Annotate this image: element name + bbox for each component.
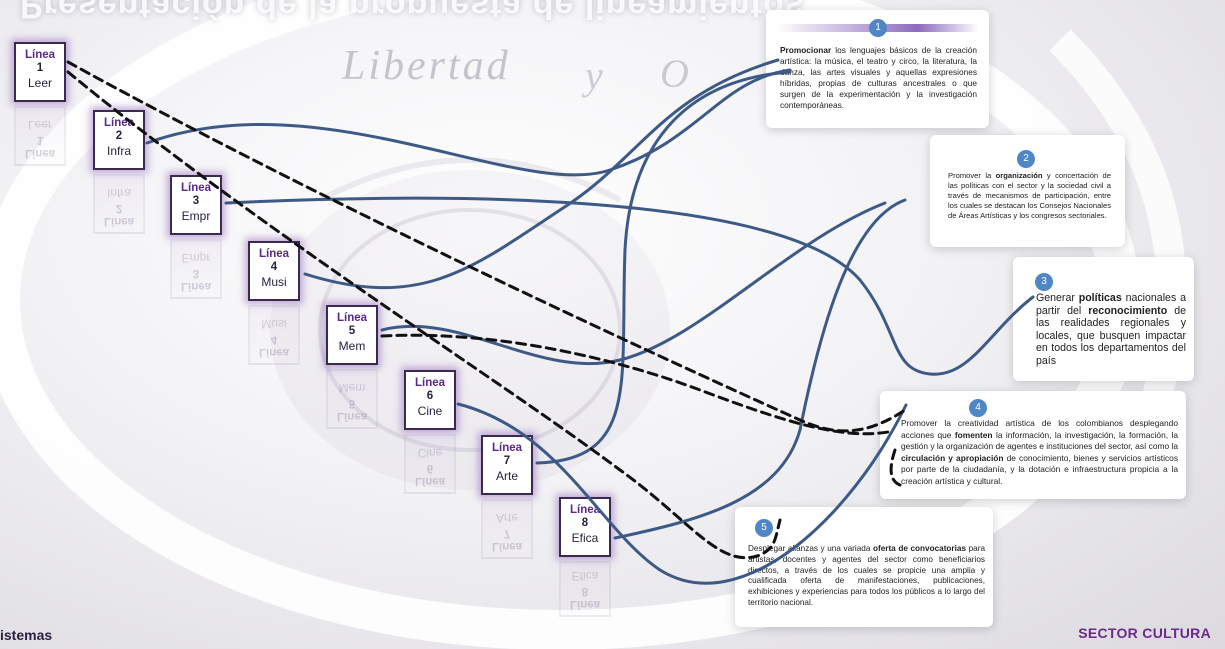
card-4[interactable]: 4 Promover la creatividad artística de l… xyxy=(880,391,1186,499)
line-number: 6 xyxy=(426,390,434,402)
connector-line8-card2 xyxy=(613,198,907,540)
line-name: Arte xyxy=(495,469,518,483)
line-name: Efica xyxy=(571,531,599,545)
card-text-0: Promover la xyxy=(948,171,996,180)
card-text-1: la información, la investigación, la for… xyxy=(901,429,1179,452)
card-number-badge: 3 xyxy=(1035,273,1053,291)
card-text: Promover la organización y concertación … xyxy=(948,171,1111,221)
card-bold-2: circulación y apropiación xyxy=(901,452,1004,463)
card-text: Generar políticas nacionales a partir de… xyxy=(1036,292,1186,368)
line-label: Línea xyxy=(491,442,523,454)
line-name: Empr xyxy=(181,209,211,223)
line-number: 7 xyxy=(503,455,511,467)
footer-sector-label: SECTOR CULTURA xyxy=(1078,625,1211,641)
watermark-o: O xyxy=(660,51,689,96)
card-number-badge: 5 xyxy=(755,519,773,537)
card-bold-2: reconocimiento xyxy=(1088,304,1168,317)
card-number-badge: 4 xyxy=(969,399,987,417)
line-number: 1 xyxy=(36,62,44,74)
card-text: Promover la creatividad artística de los… xyxy=(901,418,1178,488)
line-label: Línea xyxy=(180,182,212,194)
line-box-5[interactable]: Línea 5 Mem xyxy=(326,305,378,365)
card-number-badge: 2 xyxy=(1017,150,1035,168)
card-bold-1: Promocionar xyxy=(780,45,832,55)
line-label: Línea xyxy=(24,49,56,61)
line-name: Infra xyxy=(106,144,131,158)
watermark-y: y xyxy=(585,53,603,98)
line-box-8[interactable]: Línea 8 Efica xyxy=(559,497,611,557)
line-label: Línea xyxy=(258,248,290,260)
dashed-line4-card4 xyxy=(889,448,902,487)
line-box-2[interactable]: Línea 2 Infra xyxy=(93,110,145,170)
card-text-2: de las realidades regionales y locales, … xyxy=(1036,304,1186,367)
line-box-4[interactable]: Línea 4 Musi xyxy=(248,241,300,301)
line-box-6[interactable]: Línea 6 Cine xyxy=(404,370,456,430)
dashed-line1-card4 xyxy=(66,60,907,433)
connector-line7-card1 xyxy=(535,70,792,465)
line-box-1[interactable]: Línea 1 Leer xyxy=(14,42,66,102)
card-bold-1: fomenten xyxy=(954,429,993,440)
connector-line5-card2 xyxy=(380,201,887,366)
line-number: 3 xyxy=(192,195,200,207)
line-number: 2 xyxy=(115,130,123,142)
connector-line4-card1 xyxy=(303,58,780,290)
card-text-1: nacionales a partir del xyxy=(1036,292,1186,317)
card-text-0: Generar xyxy=(1036,292,1079,304)
line-label: Línea xyxy=(414,377,446,389)
line-name: Cine xyxy=(417,404,443,418)
line-box-7[interactable]: Línea 7 Arte xyxy=(481,435,533,495)
connector-line6-card4 xyxy=(456,402,908,585)
card-text-1: para artistas, docentes y agentes del se… xyxy=(748,544,986,607)
card-text-1: los lenguajes básicos de la creación art… xyxy=(780,45,977,110)
card-bold-1: organización xyxy=(995,171,1043,180)
footer-left-label: istemas xyxy=(0,627,53,643)
card-5[interactable]: 5 Desplegar alianzas y una variada ofert… xyxy=(735,507,993,627)
card-text: Promocionar los lenguajes básicos de la … xyxy=(780,45,977,111)
line-label: Línea xyxy=(336,312,368,324)
card-2[interactable]: 2 Promover la organización y concertació… xyxy=(930,135,1125,247)
line-number: 4 xyxy=(270,261,278,273)
line-name: Mem xyxy=(338,339,366,353)
line-name: Musi xyxy=(261,275,287,289)
card-text: Desplegar alianzas y una variada oferta … xyxy=(748,544,985,609)
line-number: 5 xyxy=(348,325,356,337)
card-text-0: Promover la creatividad artística de los… xyxy=(901,418,1178,440)
line-name: Leer xyxy=(27,76,53,90)
card-number-badge: 1 xyxy=(869,19,887,37)
connector-line3-card3 xyxy=(224,196,1035,376)
dashed-line5-card4 xyxy=(380,333,890,436)
line-number: 8 xyxy=(581,517,589,529)
card-bold-1: oferta de convocatorias xyxy=(872,544,967,553)
card-1[interactable]: 1 Promocionar los lenguajes básicos de l… xyxy=(766,10,989,128)
card-bold-1: políticas xyxy=(1078,292,1122,304)
card-text-2: de conocimiento, bienes y servicios artí… xyxy=(901,452,1179,486)
card-3[interactable]: 3 Generar políticas nacionales a partir … xyxy=(1013,257,1194,381)
watermark-libertad: Libertad xyxy=(342,43,511,89)
card-text-1: y concertación de las políticas con el s… xyxy=(948,171,1111,220)
line-label: Línea xyxy=(569,504,601,516)
connector-line2-card1 xyxy=(145,68,792,177)
card-text-0: Desplegar alianzas y una variada xyxy=(748,544,873,553)
dashed-line1-card5 xyxy=(66,70,782,560)
